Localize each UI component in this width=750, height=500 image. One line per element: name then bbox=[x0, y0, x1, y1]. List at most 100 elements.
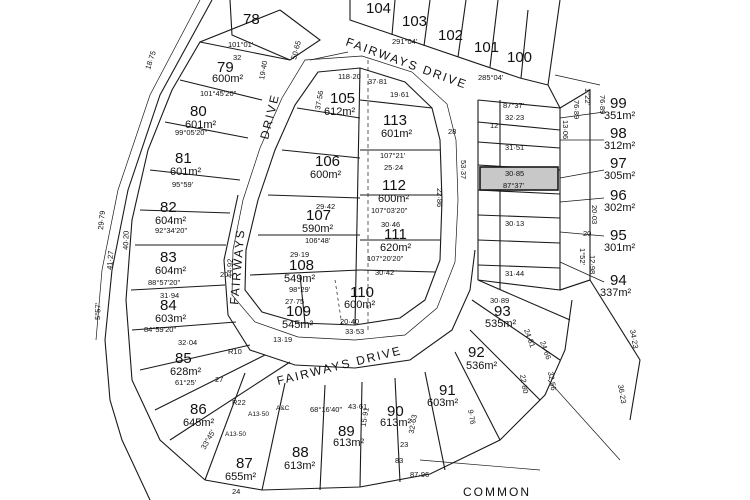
distance-label: 27 bbox=[215, 375, 223, 384]
lot-number: 89 bbox=[338, 423, 355, 440]
distance-label: 22·86 bbox=[435, 188, 444, 207]
distance-label: 27·75 bbox=[285, 297, 304, 306]
parcel-boundaries bbox=[95, 0, 641, 500]
distance-label: 32·04 bbox=[178, 338, 197, 347]
distance-label: 24 bbox=[232, 487, 240, 496]
arc-label: A&C bbox=[276, 405, 290, 412]
bearing-label: 101°45'20" bbox=[200, 89, 237, 98]
bearing-label: 106°48' bbox=[305, 236, 331, 245]
distance-label: 32·63 bbox=[407, 414, 419, 434]
distance-label: 22·80 bbox=[518, 374, 530, 394]
lot-area: 535m² bbox=[485, 318, 517, 330]
lot-number: 82 bbox=[160, 199, 177, 216]
lot-number: 85 bbox=[175, 350, 192, 367]
lot-area: 590m² bbox=[302, 223, 334, 235]
lot-number: 78 bbox=[243, 11, 260, 28]
distance-label: 32·56 bbox=[546, 371, 558, 391]
bearing-label: 101°01' bbox=[228, 40, 254, 49]
lot-area: 655m² bbox=[225, 471, 257, 483]
bearing-label: 87°37' bbox=[503, 181, 525, 190]
bearing-label: 95°59' bbox=[172, 180, 194, 189]
lot-number: 99 bbox=[610, 95, 627, 112]
distance-label: 32·23 bbox=[505, 113, 524, 122]
distance-label: 76·89 bbox=[598, 95, 607, 114]
lot-labels: 78 79 600m² 80 601m² 81 601m² 82 604m² 8… bbox=[155, 0, 636, 483]
distance-label: 32 bbox=[233, 53, 241, 62]
lot-area: 600m² bbox=[310, 169, 342, 181]
lot-number: 105 bbox=[330, 90, 355, 107]
lot-number: 106 bbox=[315, 153, 340, 170]
lot-number: 113 bbox=[383, 112, 407, 129]
distance-label: 30·46 bbox=[381, 220, 400, 229]
radius-label: R22 bbox=[232, 398, 246, 407]
lot-area: 312m² bbox=[604, 140, 636, 152]
lot-area: 549m² bbox=[284, 273, 316, 285]
lot-number: 95 bbox=[610, 227, 627, 244]
bearing-label: 98°29' bbox=[289, 285, 311, 294]
lot-number: 98 bbox=[610, 125, 627, 142]
lot-number: 100 bbox=[507, 49, 532, 66]
distance-label: 29·79 bbox=[96, 210, 107, 230]
distance-label: 76·89 bbox=[572, 100, 581, 119]
lot-area: 613m² bbox=[333, 437, 365, 449]
distance-label: 118·20 bbox=[338, 72, 361, 81]
lot-number: 104 bbox=[366, 0, 391, 17]
lot-number: 110 bbox=[350, 284, 374, 301]
bearing-label: 107°03'20" bbox=[371, 206, 408, 215]
distance-label: 20·03 bbox=[590, 205, 599, 224]
lot-area: 337m² bbox=[600, 287, 632, 299]
lot-area: 604m² bbox=[155, 265, 187, 277]
lot-number: 90 bbox=[387, 403, 404, 420]
lot-area: 305m² bbox=[604, 170, 636, 182]
bearing-label: 107°21' bbox=[380, 151, 406, 160]
lot-number: 108 bbox=[289, 257, 314, 274]
distance-label: 13·06 bbox=[561, 120, 570, 139]
distance-label: 83 bbox=[395, 456, 403, 465]
lot-area: 628m² bbox=[170, 366, 202, 378]
lot-number: 84 bbox=[160, 297, 177, 314]
lot-area: 351m² bbox=[604, 110, 636, 122]
bearing-label: 68°16'40" bbox=[310, 405, 342, 414]
lot-area: 612m² bbox=[324, 106, 356, 118]
lot-number: 93 bbox=[494, 303, 511, 320]
lot-number: 96 bbox=[610, 187, 627, 204]
lot-area: 600m² bbox=[212, 73, 244, 85]
bearing-label: 61°25' bbox=[175, 378, 197, 387]
lot-area: 600m² bbox=[378, 193, 410, 205]
distance-label: 12 bbox=[490, 121, 498, 130]
distance-label: 15·91 bbox=[359, 407, 371, 427]
distance-label: 41·27 bbox=[105, 250, 115, 270]
lot-number: 87 bbox=[236, 455, 253, 472]
bearing-label: 107°20'20" bbox=[367, 254, 404, 263]
lot-number: 79 bbox=[217, 59, 234, 76]
distance-label: 13·19 bbox=[273, 335, 292, 344]
lot-number: 86 bbox=[190, 401, 207, 418]
bearing-label: 33°45' bbox=[199, 428, 218, 451]
distance-label: 29·42 bbox=[316, 202, 335, 211]
bearing-label: 1°52' bbox=[578, 248, 587, 266]
distance-label: 53·37 bbox=[459, 160, 468, 179]
bearing-label: 285°04' bbox=[478, 73, 504, 82]
lot-number: 83 bbox=[160, 249, 177, 266]
lot-number: 111 bbox=[384, 226, 407, 243]
distance-label: 30·42 bbox=[375, 268, 394, 277]
road-label-fairways-drive-south: FAIRWAYS DRIVE bbox=[275, 343, 403, 388]
distance-label: 28 bbox=[448, 127, 456, 136]
distance-label: 50·65 bbox=[289, 40, 303, 61]
lot-number: 109 bbox=[286, 303, 311, 320]
lot-area: 613m² bbox=[284, 460, 316, 472]
lot-area: 536m² bbox=[466, 360, 498, 372]
distance-label: 30·13 bbox=[505, 219, 524, 228]
distance-label: 31·94 bbox=[160, 291, 179, 300]
lot-area: 613m² bbox=[380, 417, 412, 429]
lot-number: 103 bbox=[402, 13, 427, 30]
distance-label: 40·20 bbox=[121, 231, 131, 250]
lot-area: 603m² bbox=[427, 397, 459, 409]
distance-label: 25·24 bbox=[384, 163, 403, 172]
bearing-label: 88°57'20" bbox=[148, 278, 180, 287]
lot-area: 645m² bbox=[183, 417, 215, 429]
distance-label: 23 bbox=[400, 440, 408, 449]
lot-number: 92 bbox=[468, 344, 485, 361]
distance-label: 43·61 bbox=[348, 402, 367, 411]
